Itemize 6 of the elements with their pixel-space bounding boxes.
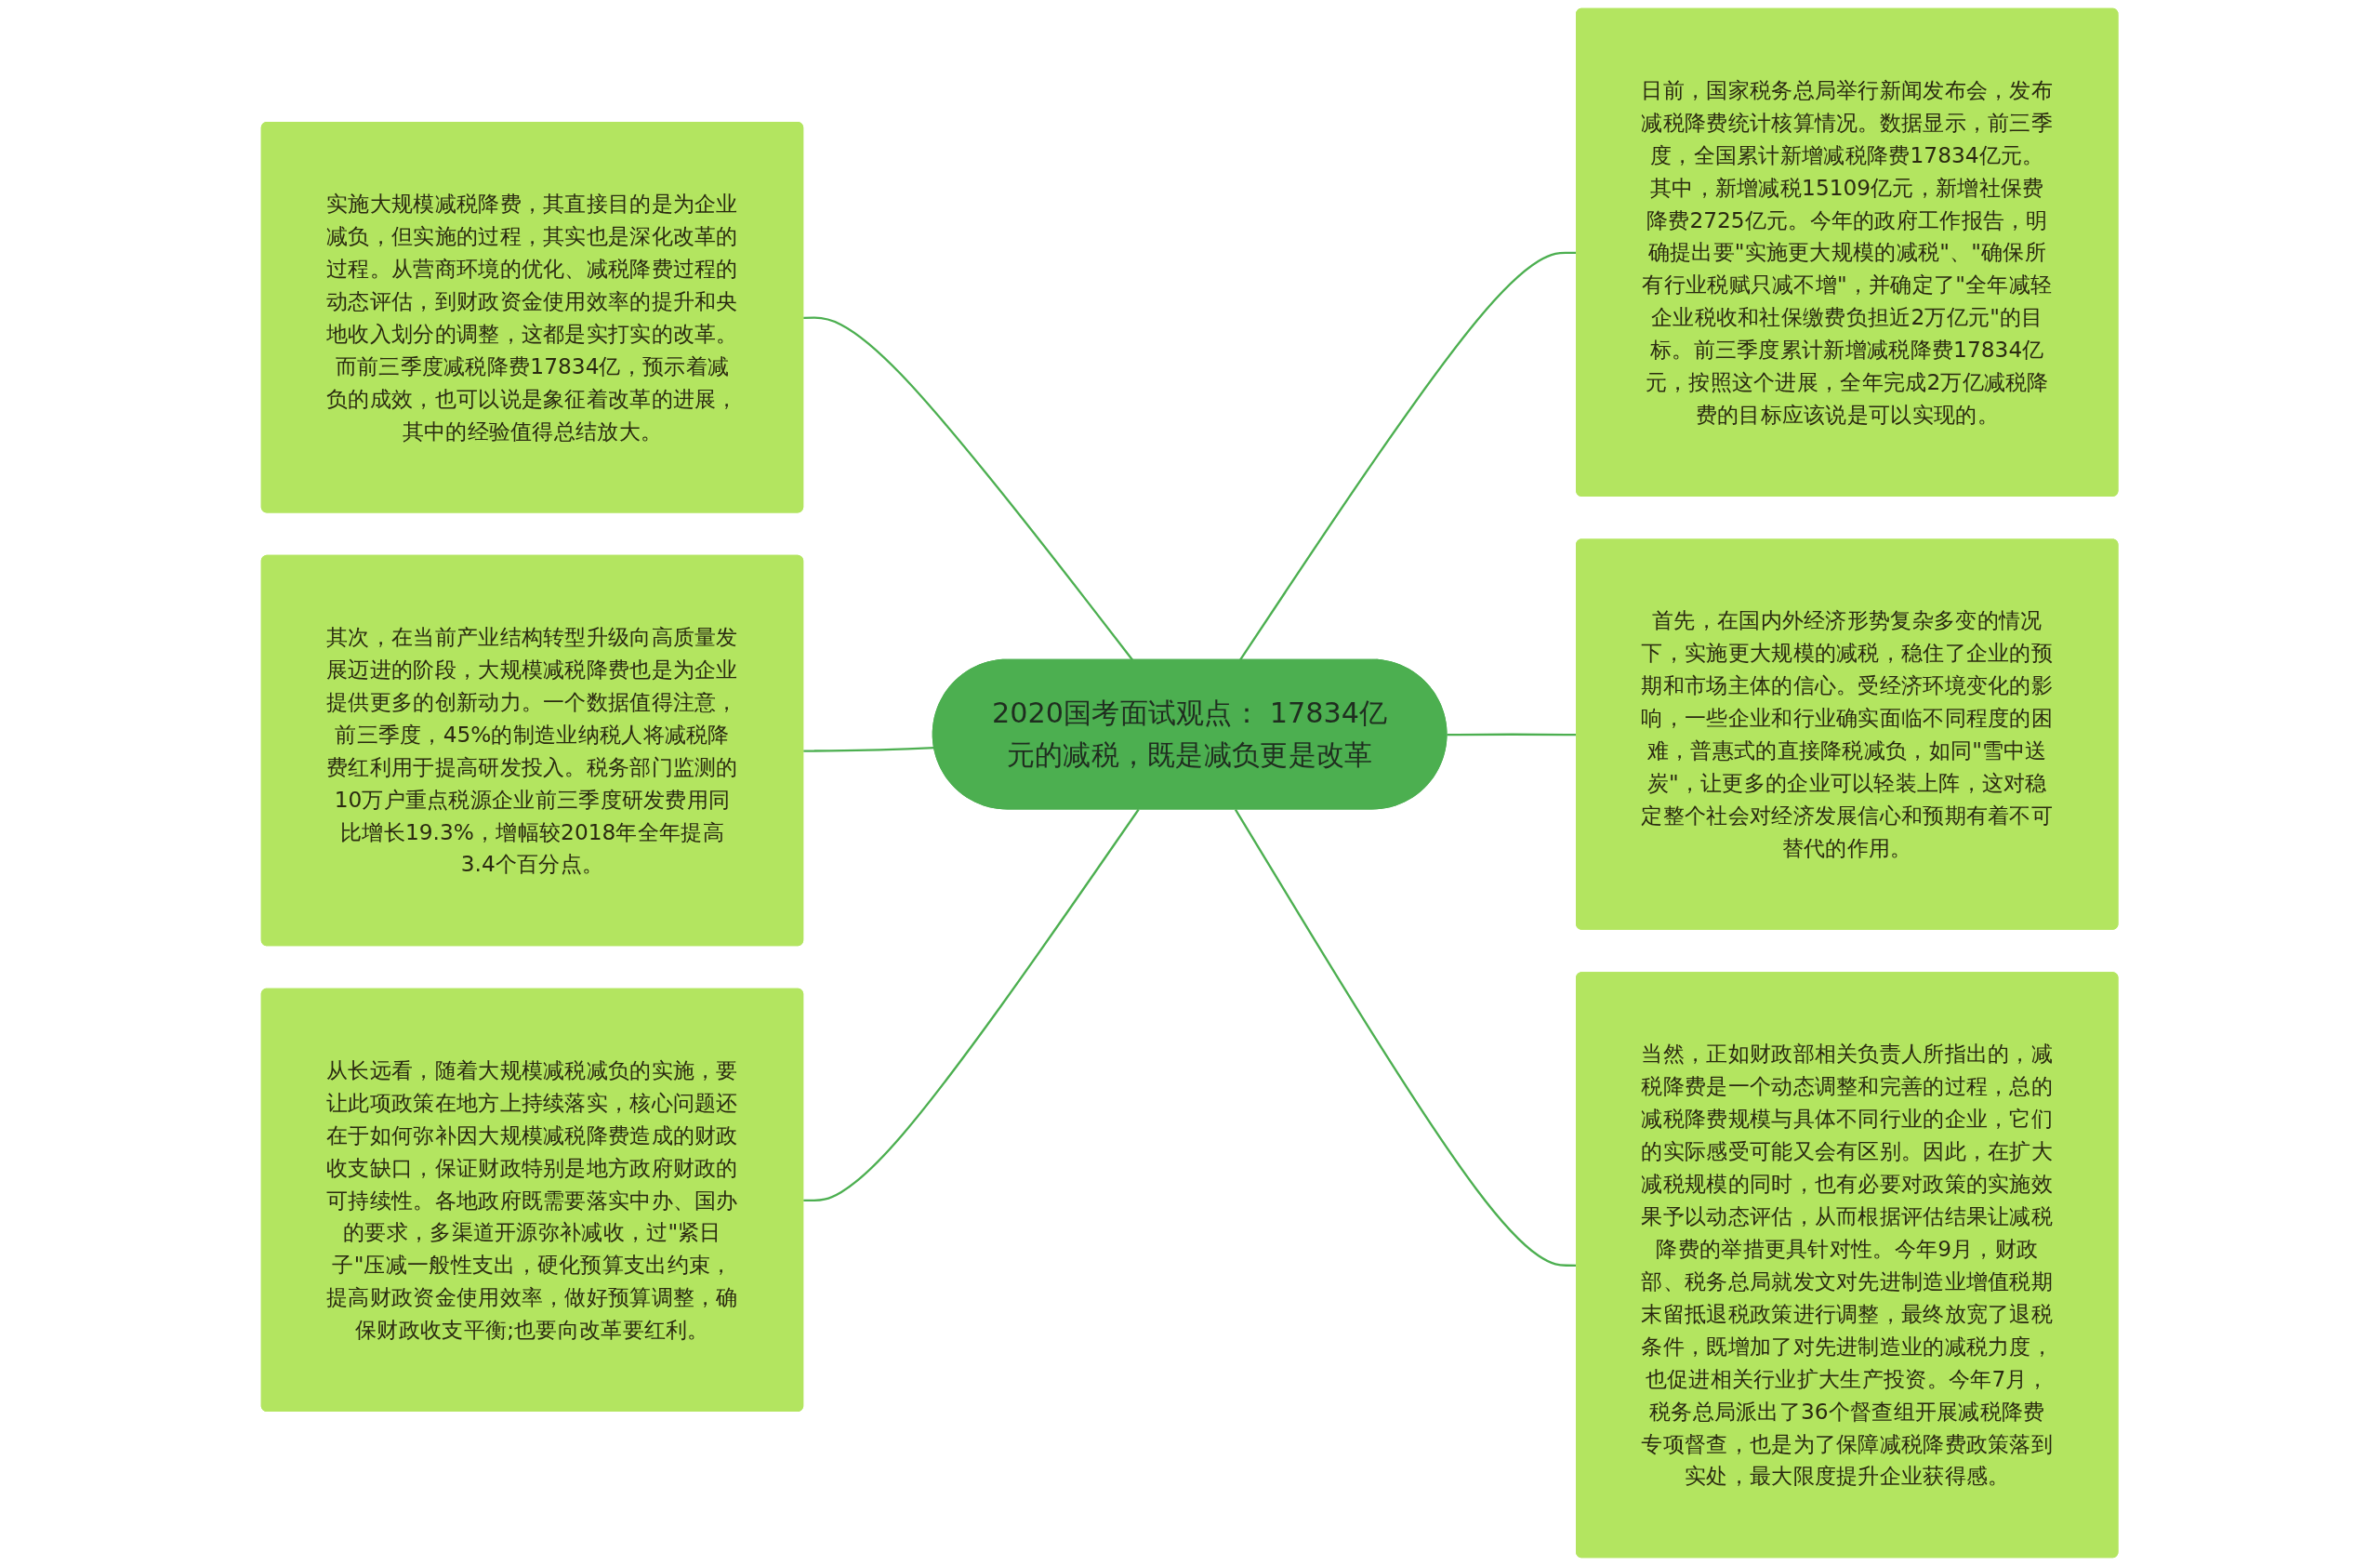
connector [803,316,1134,661]
connector [803,808,1140,1202]
connector [1235,808,1578,1267]
connector [1239,251,1578,661]
connector [803,746,935,752]
connector [1447,733,1578,737]
